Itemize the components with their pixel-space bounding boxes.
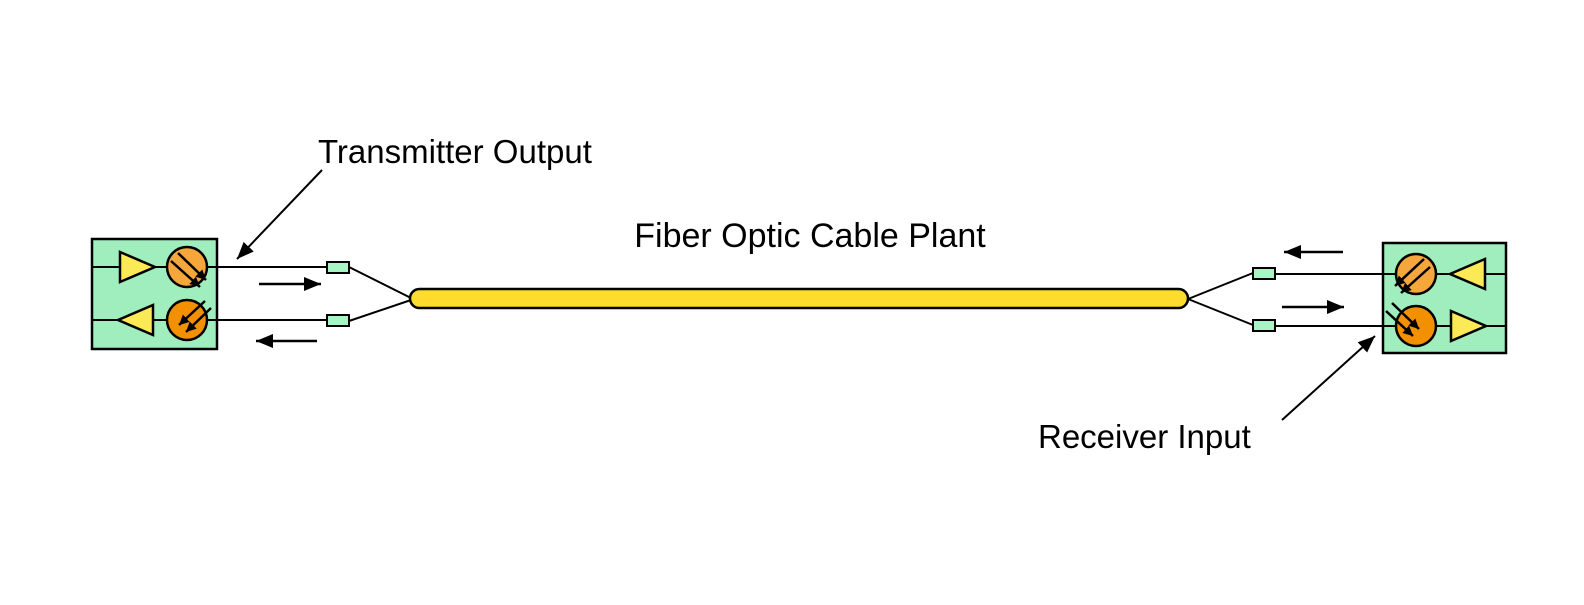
amplifier-icon [1446,257,1487,291]
light-reception-arrow [185,307,212,333]
receiver-input-pointer-arrow [1281,335,1376,421]
light-emission-arrow [1400,266,1431,294]
amplifier-icon [118,250,159,284]
light-emission-arrow [170,260,201,288]
fiber-pigtail-line [348,299,412,322]
light-reception-arrow [1385,310,1414,337]
light-emission-arrow [1394,258,1425,287]
diagram-title: Fiber Optic Cable Plant [634,217,986,255]
light-reception-arrow [178,300,206,326]
fiber-optic-cable [408,287,1190,310]
fiber-pigtail-line [348,266,412,299]
right-cable-termination [1187,245,1344,332]
led-icon [1394,252,1438,296]
left-transceiver [90,237,327,351]
fiber-pigtail-line [1187,272,1254,300]
light-reception-arrow [1391,302,1420,330]
left-cable-termination [256,261,412,348]
fiber-connector [1252,319,1276,332]
transmitter-output-label: Transmitter Output [318,133,592,170]
right-transceiver [1275,241,1508,355]
fiber-pigtail-line [1187,298,1254,326]
fiber-connector [326,261,350,274]
receiver-input-label: Receiver Input [1038,418,1251,455]
light-emission-arrow [177,252,207,281]
amplifier-icon [1449,309,1490,343]
amplifier-icon [114,303,155,337]
fiber-connector [1252,267,1276,280]
led-icon [165,245,209,289]
fiber-connector [326,314,350,327]
transmitter-output-pointer-arrow [236,169,323,260]
